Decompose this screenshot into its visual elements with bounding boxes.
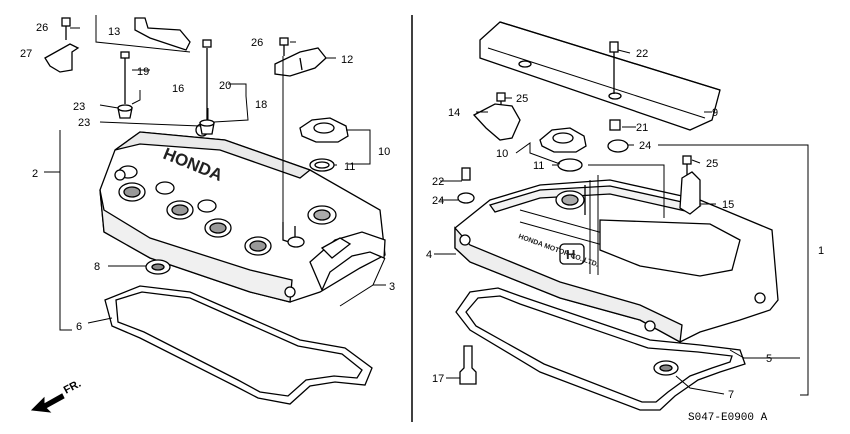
left-bracket-27 bbox=[44, 43, 80, 73]
callout-24a: 24 bbox=[639, 140, 651, 152]
callout-11: 11 bbox=[344, 161, 355, 173]
left-bracket-13 bbox=[134, 17, 191, 51]
callout-22a: 22 bbox=[636, 48, 648, 60]
callout-16: 16 bbox=[172, 83, 184, 95]
callout-23a: 23 bbox=[73, 101, 85, 113]
right-bolt-25b bbox=[682, 155, 692, 165]
callout-26b: 26 bbox=[251, 37, 263, 49]
callout-25a: 25 bbox=[516, 93, 528, 105]
callout-9: 9 bbox=[712, 107, 718, 119]
callout-11r: 11 bbox=[533, 160, 544, 172]
left-bolt-26a bbox=[61, 17, 71, 27]
right-seal-24b bbox=[457, 192, 475, 204]
callout-10: 10 bbox=[378, 146, 390, 158]
left-bolt-26b bbox=[279, 37, 289, 46]
callout-18: 18 bbox=[255, 99, 267, 111]
right-bolt-25a bbox=[496, 92, 506, 102]
callout-23b: 23 bbox=[78, 117, 90, 129]
right-honda-logo bbox=[559, 243, 585, 265]
callout-19: 19 bbox=[137, 66, 149, 78]
callout-2: 2 bbox=[32, 168, 38, 180]
callout-26a: 26 bbox=[36, 22, 48, 34]
right-oil-cap-seal bbox=[557, 158, 583, 172]
callout-7: 7 bbox=[728, 389, 734, 401]
right-washer-21 bbox=[609, 119, 621, 131]
callout-21: 21 bbox=[636, 122, 648, 134]
front-arrow-icon bbox=[30, 393, 65, 413]
callout-8: 8 bbox=[94, 261, 100, 273]
diagram-reference-code: S047-E0900 A bbox=[688, 412, 768, 424]
right-assembly bbox=[434, 21, 809, 411]
callout-3: 3 bbox=[389, 281, 395, 293]
left-callouts: 26 27 13 19 16 20 18 26 12 23 23 2 10 11… bbox=[20, 22, 395, 333]
callout-12: 12 bbox=[341, 54, 353, 66]
right-callouts: 22 9 25 14 21 24 10 11 25 22 24 15 4 1 5… bbox=[426, 48, 824, 401]
callout-6: 6 bbox=[76, 321, 82, 333]
callout-14: 14 bbox=[448, 107, 460, 119]
callout-17: 17 bbox=[432, 373, 444, 385]
callout-5: 5 bbox=[766, 353, 772, 365]
right-cover-logo: H bbox=[566, 247, 575, 262]
callout-10r: 10 bbox=[496, 148, 508, 160]
right-seal-24a bbox=[607, 139, 629, 153]
right-bracket-14 bbox=[472, 103, 521, 141]
right-stud-17 bbox=[459, 345, 477, 385]
right-valve-cover-gasket bbox=[455, 287, 746, 411]
callout-1: 1 bbox=[818, 245, 824, 257]
callout-20: 20 bbox=[219, 80, 231, 92]
right-stud-22a bbox=[609, 41, 619, 53]
callout-15: 15 bbox=[722, 199, 734, 211]
right-bracket-15 bbox=[679, 171, 701, 215]
callout-4: 4 bbox=[426, 249, 432, 261]
callout-25b: 25 bbox=[706, 158, 718, 170]
right-stud-22b bbox=[461, 167, 471, 181]
callout-13: 13 bbox=[108, 26, 120, 38]
left-assembly bbox=[44, 15, 386, 405]
callout-22b: 22 bbox=[432, 176, 444, 188]
callout-27: 27 bbox=[20, 48, 32, 60]
callout-24b: 24 bbox=[432, 195, 444, 207]
left-valve-cover-gasket bbox=[104, 285, 373, 405]
